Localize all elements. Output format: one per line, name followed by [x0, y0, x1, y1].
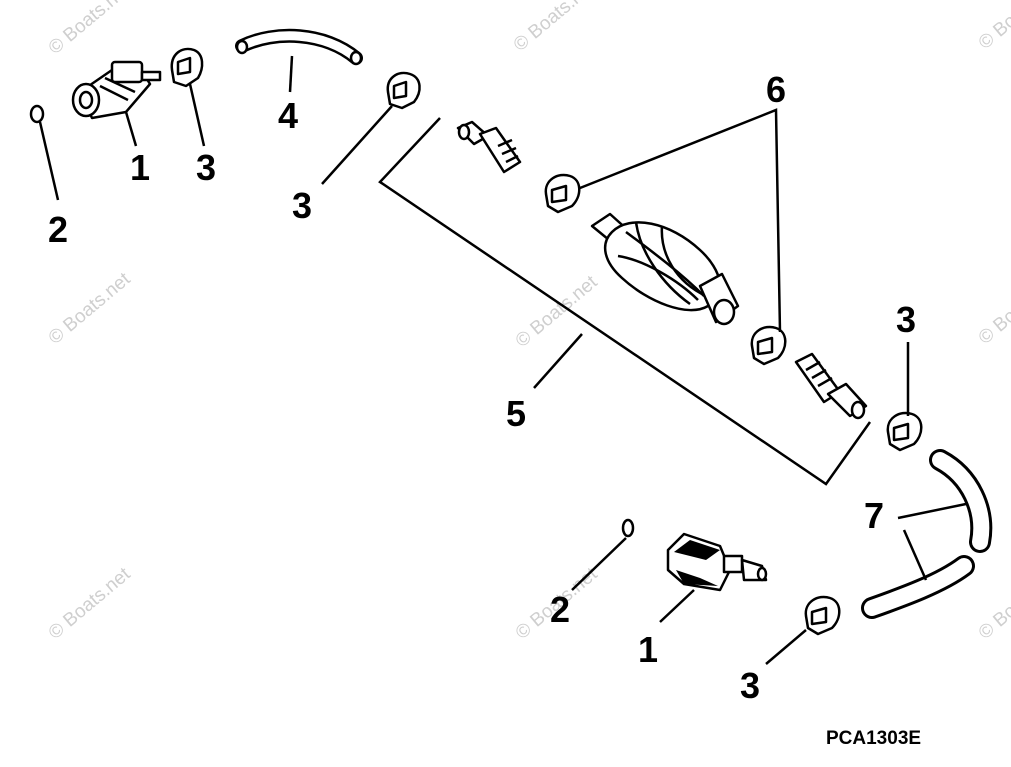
- callout-7: 7: [864, 495, 884, 536]
- fitting-upper: [456, 120, 522, 174]
- callout-1: 1: [638, 629, 658, 670]
- watermark: © Boats.net: [510, 0, 600, 56]
- watermark: © Boats.net: [975, 0, 1011, 54]
- callout-2: 2: [48, 209, 68, 250]
- watermarks: © Boats.net © Boats.net © Boats.net © Bo…: [45, 0, 1011, 644]
- hose-upper: [235, 28, 363, 66]
- bracket-primer-kit: [378, 117, 872, 486]
- fitting-lower: [794, 352, 868, 420]
- watermark: © Boats.net: [975, 268, 1011, 349]
- connector-lower: [666, 532, 768, 592]
- clamp-right: [886, 411, 923, 452]
- clamp-upper-left: [170, 47, 204, 88]
- callout-2: 2: [550, 589, 570, 630]
- clamp-upper-middle: [386, 71, 421, 110]
- callout-3: 3: [196, 147, 216, 188]
- callout-3: 3: [896, 299, 916, 340]
- hose-lower-right: [861, 449, 993, 619]
- callout-5: 5: [506, 393, 526, 434]
- callouts: 1 2 3 4 3 6 5 3 7 2 1 3: [48, 69, 916, 706]
- watermark: © Boats.net: [45, 563, 135, 644]
- o-ring-upper: [29, 104, 45, 124]
- clamp-primer-lower: [750, 325, 787, 366]
- callout-1: 1: [130, 147, 150, 188]
- drawing-code: PCA1303E: [826, 728, 921, 749]
- o-ring-lower: [621, 518, 635, 538]
- watermark: © Boats.net: [512, 271, 602, 352]
- callout-3: 3: [740, 665, 760, 706]
- connector-upper: [71, 60, 162, 120]
- callout-6: 6: [766, 69, 786, 110]
- callout-3: 3: [292, 185, 312, 226]
- clamp-bottom: [804, 595, 841, 636]
- primer-bulb: [590, 212, 740, 326]
- watermark: © Boats.net: [45, 0, 135, 59]
- watermark: © Boats.net: [975, 563, 1011, 644]
- clamp-primer-upper: [544, 173, 581, 214]
- leader-lines: [38, 55, 967, 665]
- callout-4: 4: [278, 95, 298, 136]
- watermark: © Boats.net: [45, 268, 135, 349]
